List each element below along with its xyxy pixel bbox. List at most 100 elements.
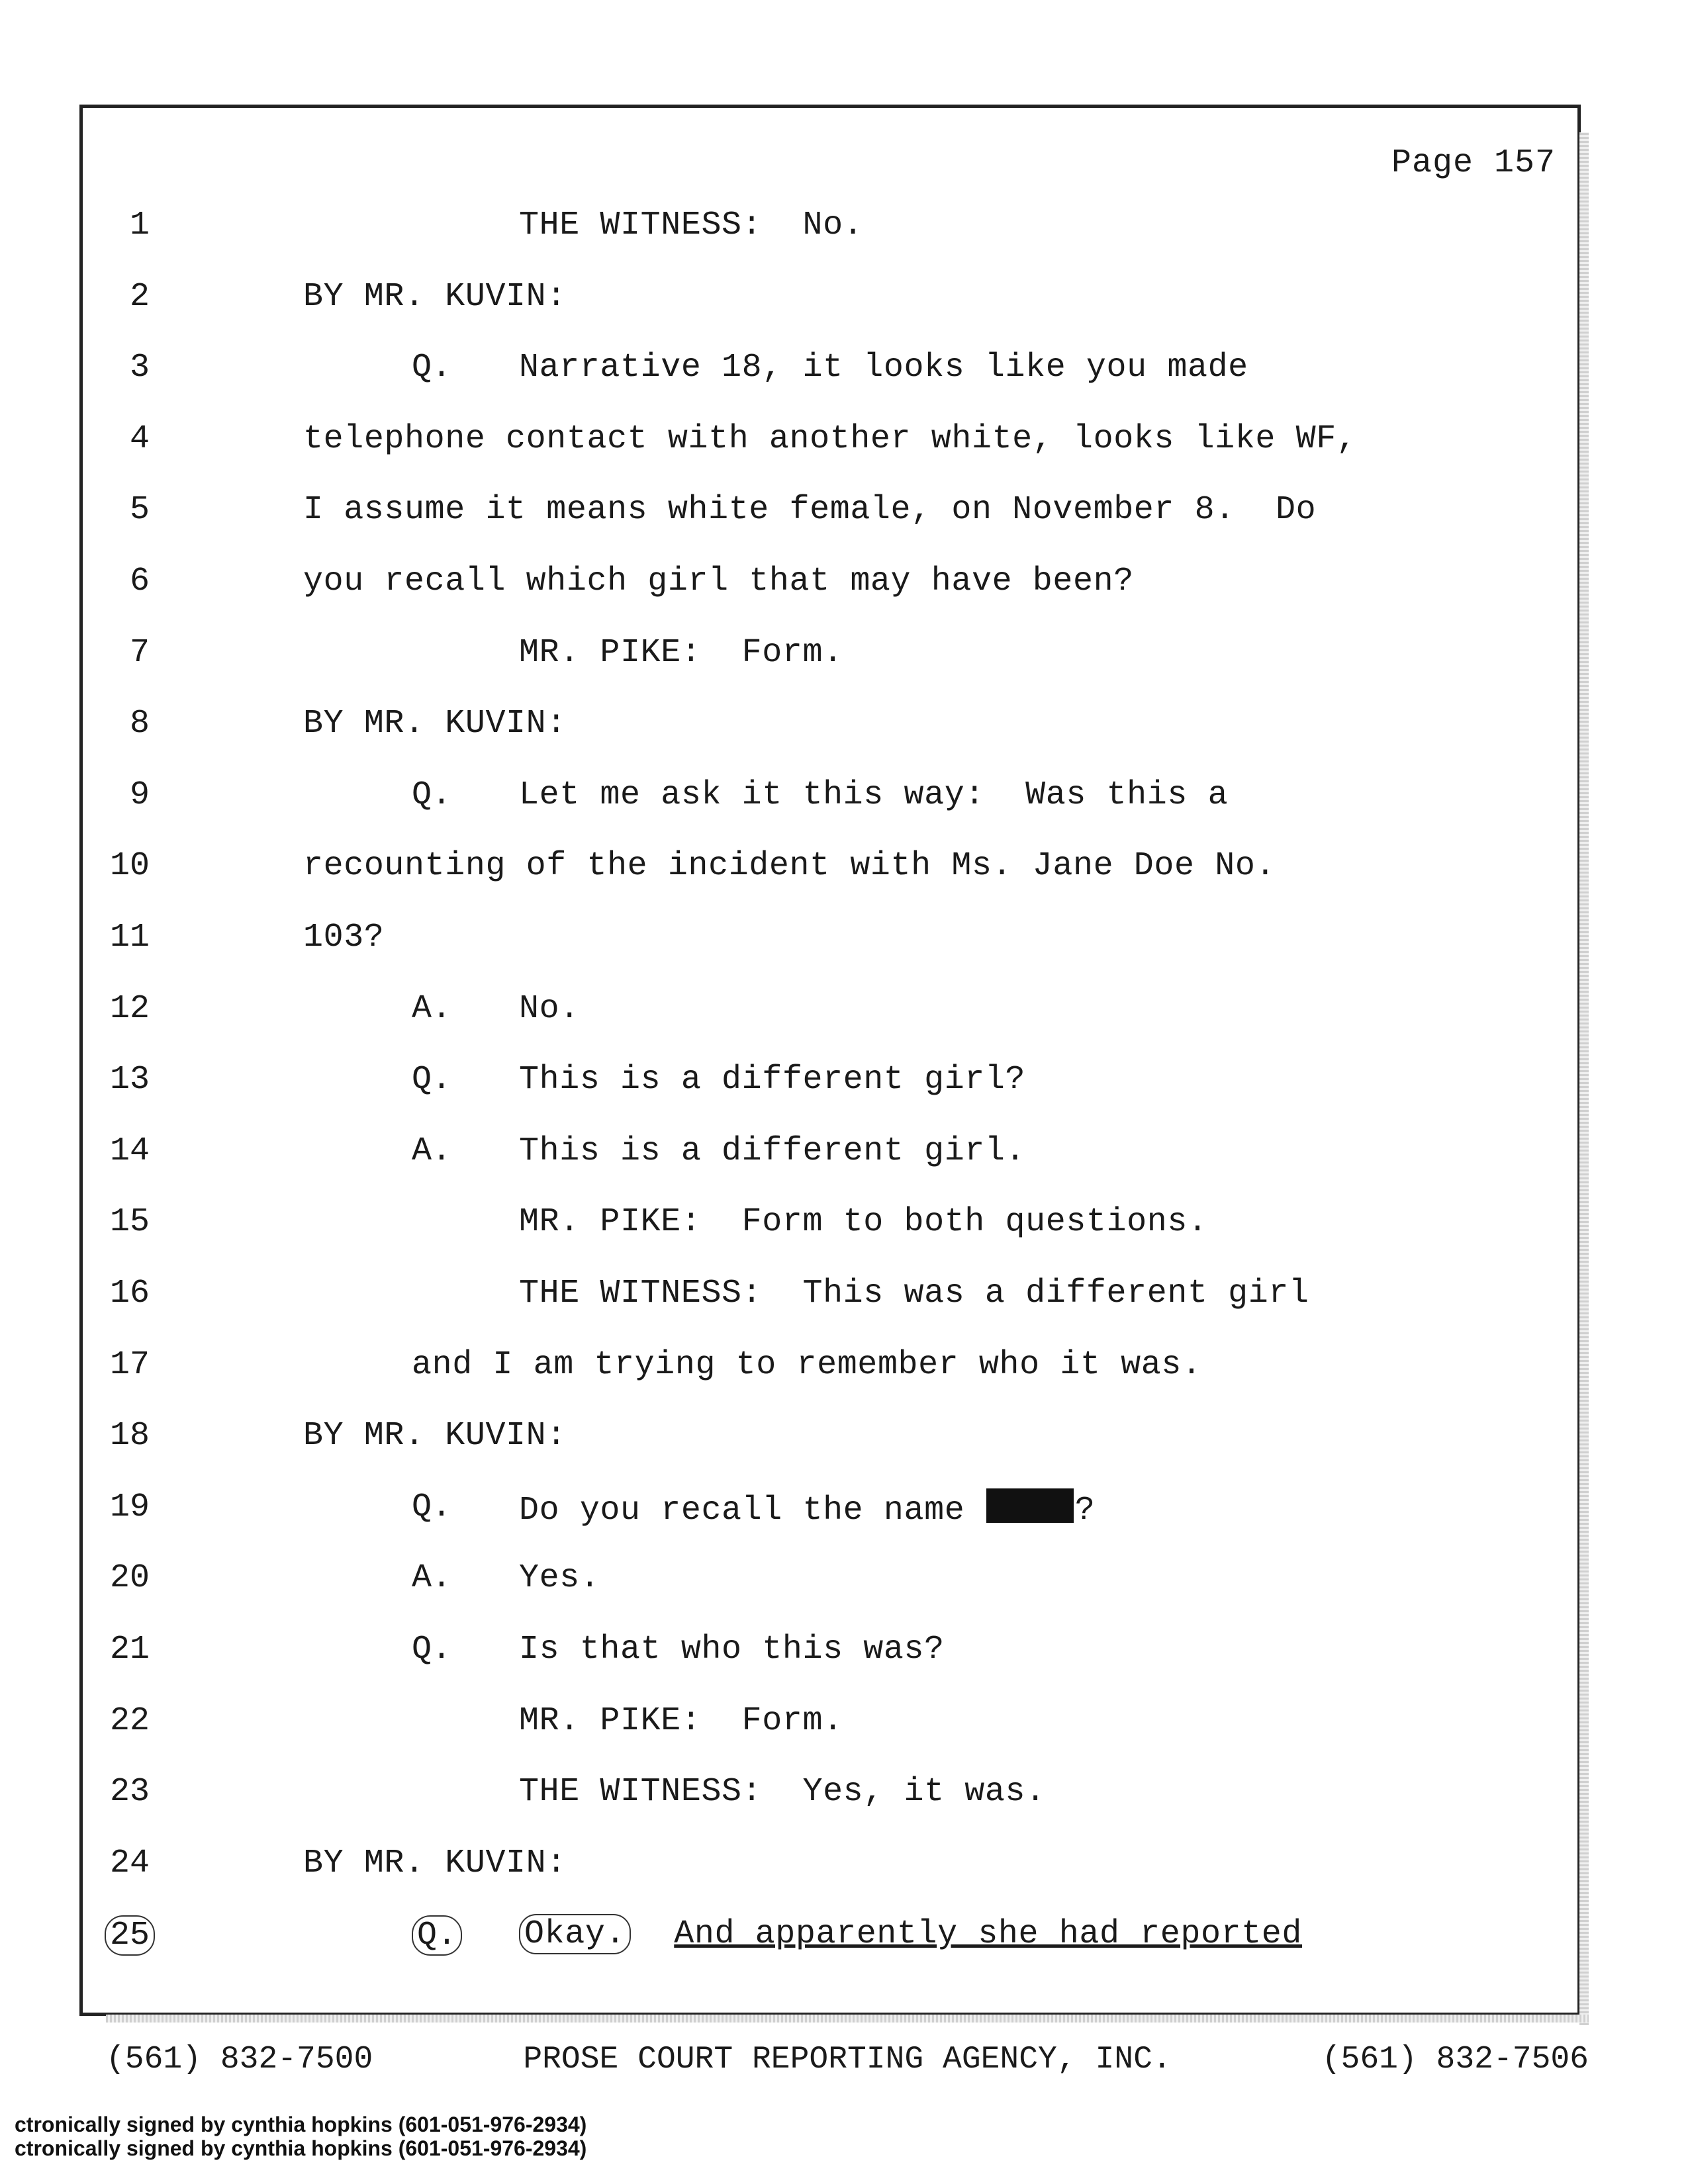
line-text-content: BY MR. KUVIN: <box>303 705 567 743</box>
line-number: 21 <box>109 1631 150 1668</box>
line-text: BY MR. KUVIN: <box>303 1844 567 1882</box>
line-text: and I am trying to remember who it was. <box>412 1346 1202 1384</box>
line-number: 16 <box>109 1275 150 1312</box>
page-footer: (561) 832-7500 PROSE COURT REPORTING AGE… <box>106 2042 1589 2077</box>
line-text: Okay. And apparently she had reported <box>519 1914 1303 1955</box>
line-suffix: ? <box>1074 1491 1096 1529</box>
line-text: BY MR. KUVIN: <box>303 705 567 743</box>
line-text-content: Let me ask it this way: Was this a <box>519 776 1229 814</box>
signature-line-2: ctronically signed by cynthia hopkins (6… <box>15 2136 587 2160</box>
line-text-content: MR. PIKE: Form. <box>519 1702 843 1740</box>
line-number: 12 <box>109 989 150 1028</box>
line-number: 24 <box>109 1844 150 1882</box>
qa-label: A. <box>412 1132 452 1170</box>
transcript-line: 4 telephone contact with another white, l… <box>0 420 1688 467</box>
line-text-content: you recall which girl that may have been… <box>303 563 1134 600</box>
line-number: 5 <box>129 491 150 529</box>
line-text-content: This is a different girl? <box>519 1061 1026 1099</box>
line-text-content: THE WITNESS: No. <box>519 206 864 244</box>
line-number: 20 <box>109 1559 150 1598</box>
qa-label: Q. <box>412 1061 452 1099</box>
line-text-content: and I am trying to remember who it was. <box>412 1345 1202 1384</box>
line-text-content: This is a different girl. <box>519 1132 1026 1170</box>
line-text: THE WITNESS: This was a different girl <box>519 1275 1309 1312</box>
line-text: Yes. <box>519 1559 600 1597</box>
line-number: 25 <box>105 1915 156 1956</box>
line-text: This is a different girl? <box>519 1061 1025 1099</box>
line-text: Let me ask it this way: Was this a <box>519 776 1228 814</box>
line-text-content: I assume it means white female, on Novem… <box>303 491 1317 529</box>
line-number: 9 <box>129 776 150 814</box>
underlined-text: And apparently she had reported <box>674 1915 1303 1954</box>
line-text: This is a different girl. <box>519 1132 1025 1170</box>
line-text-content: MR. PIKE: Form. <box>519 633 843 672</box>
line-number: 4 <box>129 420 150 458</box>
line-number: 13 <box>109 1061 150 1099</box>
transcript-line: 24 BY MR. KUVIN: <box>0 1844 1688 1891</box>
line-text-content: No. <box>519 989 580 1028</box>
footer-phone-right: (561) 832-7506 <box>1321 2042 1589 2077</box>
line-text-content: recounting of the incident with Ms. Jane… <box>303 847 1276 886</box>
line-text: recounting of the incident with Ms. Jane… <box>303 847 1276 885</box>
line-text: I assume it means white female, on Novem… <box>303 491 1316 529</box>
line-text: MR. PIKE: Form to both questions. <box>519 1203 1208 1241</box>
line-text-content: Do you recall the name <box>519 1491 965 1529</box>
line-text-content: BY MR. KUVIN: <box>303 1417 567 1455</box>
line-number: 1 <box>129 206 150 244</box>
transcript-line: 5 I assume it means white female, on Nove… <box>0 491 1688 537</box>
line-text-content: Narrative 18, it looks like you made <box>519 349 1248 387</box>
line-number: 19 <box>109 1488 150 1526</box>
line-text-content: Yes. <box>519 1559 600 1598</box>
line-number: 7 <box>129 633 150 672</box>
redaction-block <box>986 1488 1074 1523</box>
line-text: you recall which girl that may have been… <box>303 563 1134 600</box>
line-text: MR. PIKE: Form. <box>519 634 843 672</box>
transcript-line: 17 and I am trying to remember who it was… <box>0 1346 1688 1392</box>
signature-line-1: ctronically signed by cynthia hopkins (6… <box>15 2113 587 2136</box>
line-text: Do you recall the name ? <box>519 1488 1096 1529</box>
line-text: MR. PIKE: Form. <box>519 1702 843 1740</box>
line-text: THE WITNESS: No. <box>519 206 863 244</box>
line-text-content: 103? <box>303 919 385 956</box>
transcript-line: 12 A. No. <box>0 990 1688 1036</box>
page-edge-shading-right <box>1579 132 1589 2025</box>
transcript-line: 13 Q. This is a different girl? <box>0 1061 1688 1107</box>
line-text-content: Is that who this was? <box>519 1631 945 1668</box>
transcript-page-frame <box>79 105 1581 2016</box>
transcript-line: 2 BY MR. KUVIN: <box>0 278 1688 324</box>
line-text: THE WITNESS: Yes, it was. <box>519 1773 1046 1811</box>
line-text: Is that who this was? <box>519 1631 945 1668</box>
transcript-line: 8 BY MR. KUVIN: <box>0 705 1688 751</box>
footer-agency-name: PROSE COURT REPORTING AGENCY, INC. <box>523 2042 1172 2077</box>
line-text: No. <box>519 990 580 1028</box>
line-number: 8 <box>129 705 150 743</box>
line-text: 103? <box>303 919 384 956</box>
line-text: BY MR. KUVIN: <box>303 1417 567 1455</box>
line-number: 2 <box>129 277 150 316</box>
qa-label: Q. <box>412 349 452 387</box>
transcript-line: 7 MR. PIKE: Form. <box>0 634 1688 680</box>
line-text-content: THE WITNESS: Yes, it was. <box>519 1773 1046 1811</box>
transcript-line: 6 you recall which girl that may have bee… <box>0 563 1688 609</box>
transcript-line: 19 Q. Do you recall the name ? <box>0 1488 1688 1535</box>
line-text-content: BY MR. KUVIN: <box>303 277 567 316</box>
qa-label: A. <box>412 989 452 1028</box>
transcript-line: 1 THE WITNESS: No. <box>0 206 1688 253</box>
line-text-content: BY MR. KUVIN: <box>303 1844 567 1882</box>
line-text-content: telephone contact with another white, lo… <box>303 420 1357 458</box>
line-number: 14 <box>109 1132 150 1170</box>
line-number: 17 <box>109 1345 150 1384</box>
circled-word: Okay. <box>519 1914 632 1955</box>
line-number: 15 <box>109 1203 150 1242</box>
line-number: 11 <box>109 919 150 956</box>
line-number: 6 <box>129 563 150 600</box>
page-edge-shading-bottom <box>106 2015 1589 2023</box>
qa-label: Q. <box>412 1488 452 1526</box>
